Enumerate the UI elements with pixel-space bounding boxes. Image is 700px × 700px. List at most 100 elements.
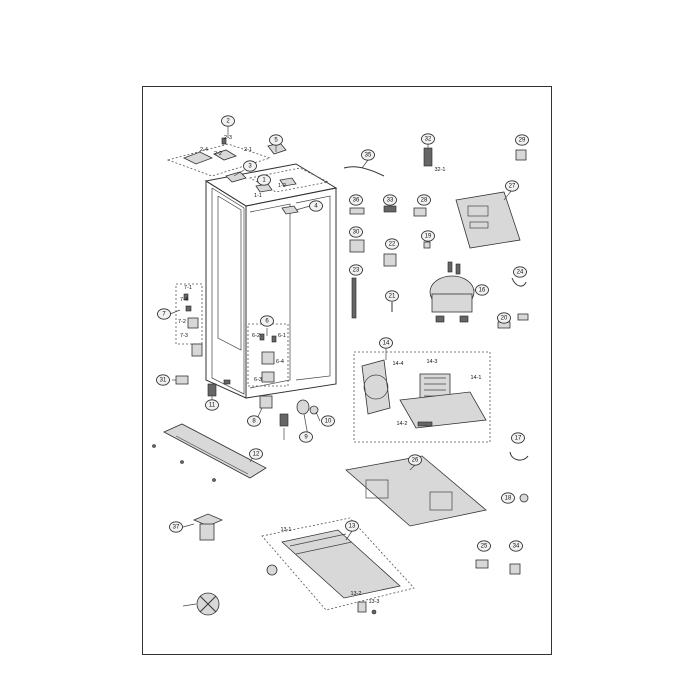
- top-cover-assembly: [166, 137, 287, 177]
- bottom-cover-assembly: [261, 517, 415, 615]
- callout-17: 17: [511, 432, 525, 444]
- callout-label: 23: [353, 267, 360, 273]
- callout-label: 31: [160, 377, 167, 383]
- leveling-foot-left: [207, 383, 217, 397]
- cabinet-body: [204, 163, 338, 399]
- sublabel-6-4: 6-4: [276, 359, 284, 365]
- callout-2: 2: [221, 115, 235, 127]
- sublabel-13-1: 13-1: [280, 527, 291, 533]
- sublabel-14-1: 14-1: [470, 375, 481, 381]
- callout-label: 36: [353, 197, 360, 203]
- callout-label: 29: [519, 137, 526, 143]
- left-bracket-group: [175, 283, 203, 357]
- callout-3: 3: [243, 160, 257, 172]
- part-23: [351, 277, 357, 319]
- callout-label: 13: [349, 523, 356, 529]
- callout-24: 24: [513, 266, 527, 278]
- callout-bubble: [515, 134, 529, 146]
- callout-16: 16: [475, 284, 489, 296]
- callout-bubble: [513, 266, 527, 278]
- callout-36: 36: [349, 194, 363, 206]
- callout-bubble: [309, 200, 323, 212]
- back-panel: [345, 455, 487, 527]
- part-24: [511, 277, 527, 287]
- callout-bubble: [249, 448, 263, 460]
- callout-bubble: [497, 312, 511, 324]
- callout-bubble: [156, 374, 170, 386]
- compressor: [429, 261, 475, 323]
- callout-label: 26: [412, 457, 419, 463]
- callout-label: 35: [365, 152, 372, 158]
- callout-label: 16: [479, 287, 486, 293]
- callout-label: 22: [389, 241, 396, 247]
- sublabel-13-2: 13-2: [350, 591, 361, 597]
- callout-label: 21: [389, 293, 396, 299]
- callout-label: 33: [387, 197, 394, 203]
- callout-bubble: [269, 134, 283, 146]
- callout-34: 34: [509, 540, 523, 552]
- callout-label: 34: [513, 543, 520, 549]
- callout-bubble: [349, 226, 363, 238]
- callout-bubble: [221, 115, 235, 127]
- part-37: [192, 513, 224, 541]
- callout-label: 7: [162, 311, 166, 317]
- roller-9: [296, 399, 310, 415]
- callout-bubble: [379, 337, 393, 349]
- roller-10: [309, 405, 319, 415]
- sublabel-13-3: 13-3: [368, 599, 379, 605]
- callout-label: 11: [209, 402, 216, 408]
- sublabel-7-4: 7-4: [180, 297, 188, 303]
- sublabel-6-2: 6-2: [252, 333, 260, 339]
- callout-bubble: [421, 133, 435, 145]
- callout-bubble: [505, 180, 519, 192]
- callout-29: 29: [515, 134, 529, 146]
- callout-bubble: [361, 149, 375, 161]
- callout-bubble: [349, 264, 363, 276]
- part-25: [475, 559, 489, 569]
- callout-label: 14: [383, 340, 390, 346]
- sublabel-7-3: 7-3: [180, 333, 188, 339]
- callout-bubble: [383, 194, 397, 206]
- part-33: [383, 205, 397, 213]
- callout-label: 18: [505, 495, 512, 501]
- callout-9: 9: [299, 431, 313, 443]
- callout-22: 22: [385, 238, 399, 250]
- part-36: [349, 207, 365, 215]
- callout-11: 11: [205, 399, 219, 411]
- sublabel-layer: 2-12-22-32-41-11-27-17-27-37-46-16-26-36…: [178, 135, 481, 605]
- callout-10: 10: [321, 415, 335, 427]
- callout-4: 4: [309, 200, 323, 212]
- callout-bubble: [321, 415, 335, 427]
- callout-bubble: [169, 521, 183, 533]
- sublabel-2-2: 2-2: [214, 151, 222, 157]
- callout-bubble: [157, 308, 171, 320]
- sublabel-2-1: 2-1: [244, 147, 252, 153]
- callout-25: 25: [477, 540, 491, 552]
- sublabel-1-2: 1-2: [278, 183, 286, 189]
- callout-label: 27: [509, 183, 516, 189]
- callout-label: 1: [262, 177, 266, 183]
- part-32: [423, 147, 433, 167]
- callout-20: 20: [497, 312, 511, 324]
- part-18: [519, 493, 529, 503]
- callout-label: 32: [425, 136, 432, 142]
- callout-bubble: [349, 194, 363, 206]
- callout-bubble: [385, 238, 399, 250]
- callout-35: 35: [361, 149, 375, 161]
- part-31: [175, 375, 189, 385]
- callout-21: 21: [385, 290, 399, 302]
- callout-label: 2: [226, 118, 230, 124]
- callout-label: 5: [274, 137, 278, 143]
- sublabel-14-4: 14-4: [392, 361, 403, 367]
- callout-bubble: [421, 230, 435, 242]
- callout-label: 17: [515, 435, 522, 441]
- callout-26: 26: [408, 454, 422, 466]
- callout-label: 3: [248, 163, 252, 169]
- callout-32: 32: [421, 133, 435, 145]
- sublabel-2-3: 2-3: [224, 135, 232, 141]
- part-17: [509, 451, 529, 461]
- callout-label: 20: [501, 315, 508, 321]
- callout-label: 8: [252, 418, 256, 424]
- callout-12: 12: [249, 448, 263, 460]
